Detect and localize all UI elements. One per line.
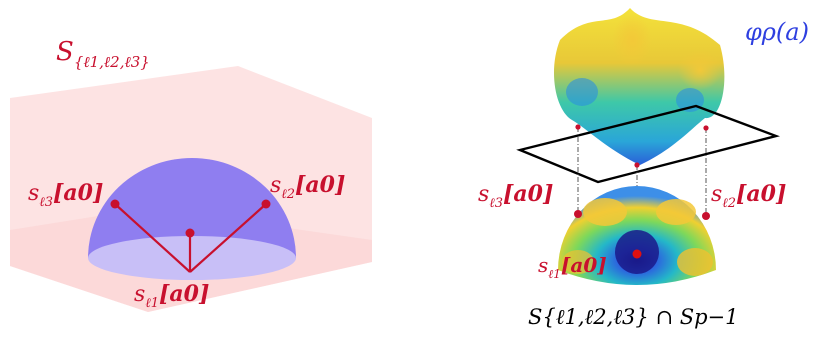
sphere-caption: S{ℓ1,ℓ2,ℓ3} ∩ Sp−1 (528, 305, 739, 329)
point-center (185, 228, 195, 238)
sphere-label-l2: sℓ2[a0] (711, 181, 786, 211)
projection-point-l2 (703, 125, 709, 131)
label-l1: sℓ1[a0] (134, 281, 209, 311)
domain-frame (516, 104, 780, 184)
sphere-label-l3: sℓ3[a0] (478, 181, 553, 211)
hemisphere (88, 158, 296, 258)
projection-point-l1 (634, 162, 640, 168)
point-l3 (110, 199, 120, 209)
subspace-label: S{ℓ1,ℓ2,ℓ3} (56, 37, 150, 71)
projection-point-l3 (575, 124, 581, 130)
point-l2 (261, 199, 271, 209)
label-l3: sℓ3[a0] (28, 180, 103, 210)
sphere-label-l1: sℓ1[a0] (538, 253, 607, 281)
hemisphere-base-disk (88, 236, 296, 280)
sphere-point-l2 (702, 212, 710, 220)
left-panel: S{ℓ1,ℓ2,ℓ3} sℓ3[a0] sℓ2[a0] sℓ1[a0] (10, 37, 372, 312)
connection-lines (114, 203, 267, 273)
line-l2 (189, 203, 267, 273)
label-l2: sℓ2[a0] (270, 172, 345, 202)
line-l3 (114, 203, 191, 273)
sphere-section (558, 186, 716, 285)
sphere-point-l3 (574, 210, 582, 218)
function-surface (553, 8, 725, 165)
sphere-point-l1 (632, 249, 642, 259)
right-panel: φρ(a) sℓ3[a0] sℓ2[a0] sℓ1[a0] S{ℓ1,ℓ2,ℓ3… (478, 8, 809, 329)
function-label: φρ(a) (745, 18, 809, 46)
